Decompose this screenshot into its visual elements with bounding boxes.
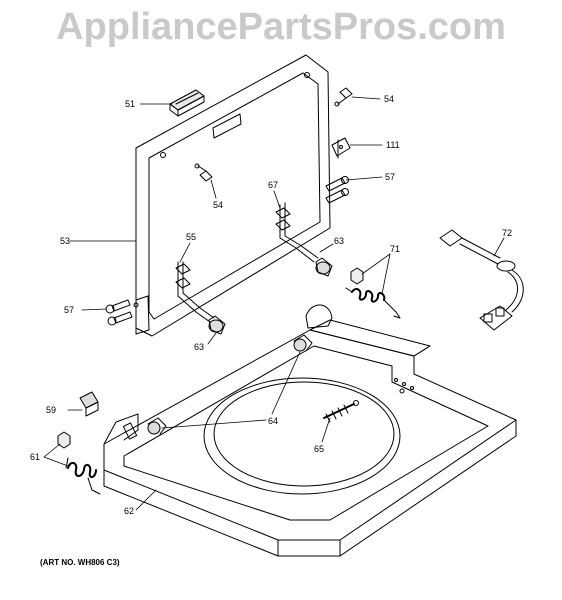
callout-61: 61	[30, 452, 40, 462]
callout-57-right: 57	[385, 172, 395, 182]
bumper-middle	[194, 163, 213, 182]
callout-54-middle: 54	[213, 200, 223, 210]
callout-55: 55	[186, 232, 196, 242]
hinge-rod-left	[175, 261, 226, 335]
bumper-top	[334, 87, 353, 107]
callout-63-right: 63	[334, 236, 344, 246]
callout-72: 72	[502, 228, 512, 238]
spring-cap-61	[57, 431, 71, 449]
callout-71: 71	[390, 244, 400, 254]
callout-64: 64	[268, 416, 278, 426]
spring-61	[65, 457, 101, 495]
switch-actuator	[331, 137, 351, 159]
top-cover	[103, 304, 517, 557]
callout-59: 59	[46, 405, 56, 415]
callout-54-top: 54	[384, 94, 394, 104]
callout-67: 67	[268, 180, 278, 190]
callout-labels: 51 54 111 57 54 67 53 55 63 57 63 71 72 …	[30, 94, 512, 516]
lid-handle-insert	[169, 89, 205, 117]
clip-59	[79, 391, 99, 417]
cover-bushing-right	[293, 334, 313, 352]
spring-71	[345, 287, 401, 319]
art-number: (ART NO. WH806 C3)	[40, 558, 120, 567]
hinge-rod-right	[275, 202, 333, 277]
lid-switch	[439, 229, 524, 331]
callout-57-left: 57	[64, 305, 74, 315]
hinge-bolts-right	[325, 176, 349, 204]
spring-cap-71	[350, 267, 364, 285]
cover-bushing-left	[147, 417, 167, 435]
leader-lines	[43, 96, 505, 511]
callout-62: 62	[124, 506, 134, 516]
lid-frame	[133, 54, 331, 337]
callout-51: 51	[125, 99, 135, 109]
screw-65	[323, 400, 359, 423]
callout-53: 53	[60, 236, 70, 246]
hinge-bolts-left	[105, 299, 133, 326]
callout-63-left: 63	[194, 342, 204, 352]
watermark: AppliancePartsPros.com	[56, 6, 506, 48]
callout-65: 65	[314, 444, 324, 454]
callout-111: 111	[386, 140, 400, 150]
